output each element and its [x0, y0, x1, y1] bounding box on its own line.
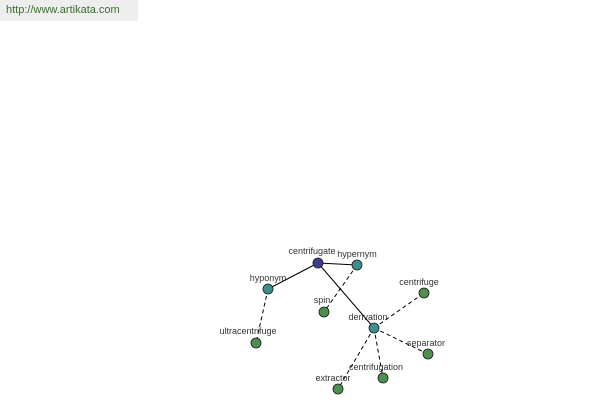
- edge-derivation-extractor: [337, 327, 375, 390]
- node-label-hyponym: hyponym: [250, 273, 287, 283]
- edge-centrifugate-derivation: [317, 262, 375, 329]
- node-spin[interactable]: spin: [314, 295, 331, 318]
- edge-layer: [255, 262, 429, 390]
- edge-hypernym-spin: [323, 264, 358, 313]
- node-dot-extractor[interactable]: [332, 383, 344, 395]
- node-dot-hyponym[interactable]: [262, 283, 274, 295]
- source-link[interactable]: http://www.artikata.com: [6, 4, 120, 16]
- node-label-spin: spin: [314, 295, 331, 305]
- edge-hyponym-ultracentrifuge: [255, 288, 269, 344]
- node-dot-derivation[interactable]: [368, 322, 380, 334]
- edge-centrifugate-hyponym: [267, 262, 319, 290]
- node-dot-hypernym[interactable]: [351, 259, 363, 271]
- node-label-hypernym: hypernym: [337, 249, 377, 259]
- edge-derivation-centrifugation: [373, 327, 384, 379]
- source-banner: http://www.artikata.com: [0, 0, 138, 21]
- node-hyponym[interactable]: hyponym: [250, 273, 287, 295]
- edge-centrifugate-hypernym: [317, 262, 358, 266]
- node-label-centrifuge: centrifuge: [399, 277, 439, 287]
- node-centrifugation[interactable]: centrifugation: [349, 362, 403, 384]
- node-dot-centrifugation[interactable]: [377, 372, 389, 384]
- edge-derivation-centrifuge: [373, 292, 425, 329]
- node-dot-ultracentrifuge[interactable]: [250, 337, 262, 349]
- node-label-separator: separator: [407, 338, 445, 348]
- node-centrifuge[interactable]: centrifuge: [399, 277, 439, 299]
- node-label-derivation: derivation: [348, 312, 387, 322]
- node-label-centrifugate: centrifugate: [288, 246, 335, 256]
- node-label-extractor: extractor: [315, 373, 350, 383]
- node-centrifugate[interactable]: centrifugate: [288, 246, 336, 269]
- node-label-centrifugation: centrifugation: [349, 362, 403, 372]
- edge-derivation-separator: [373, 327, 429, 355]
- node-derivation[interactable]: derivation: [348, 312, 388, 334]
- node-extractor[interactable]: extractor: [315, 373, 351, 395]
- node-ultracentrifuge[interactable]: ultracentrifuge: [219, 326, 277, 349]
- node-dot-centrifuge[interactable]: [418, 287, 430, 299]
- node-dot-separator[interactable]: [422, 348, 434, 360]
- node-label-ultracentrifuge: ultracentrifuge: [219, 326, 276, 336]
- node-hypernym[interactable]: hypernym: [337, 249, 377, 271]
- node-dot-spin[interactable]: [318, 306, 330, 318]
- node-separator[interactable]: separator: [407, 338, 445, 360]
- node-dot-centrifugate[interactable]: [312, 257, 324, 269]
